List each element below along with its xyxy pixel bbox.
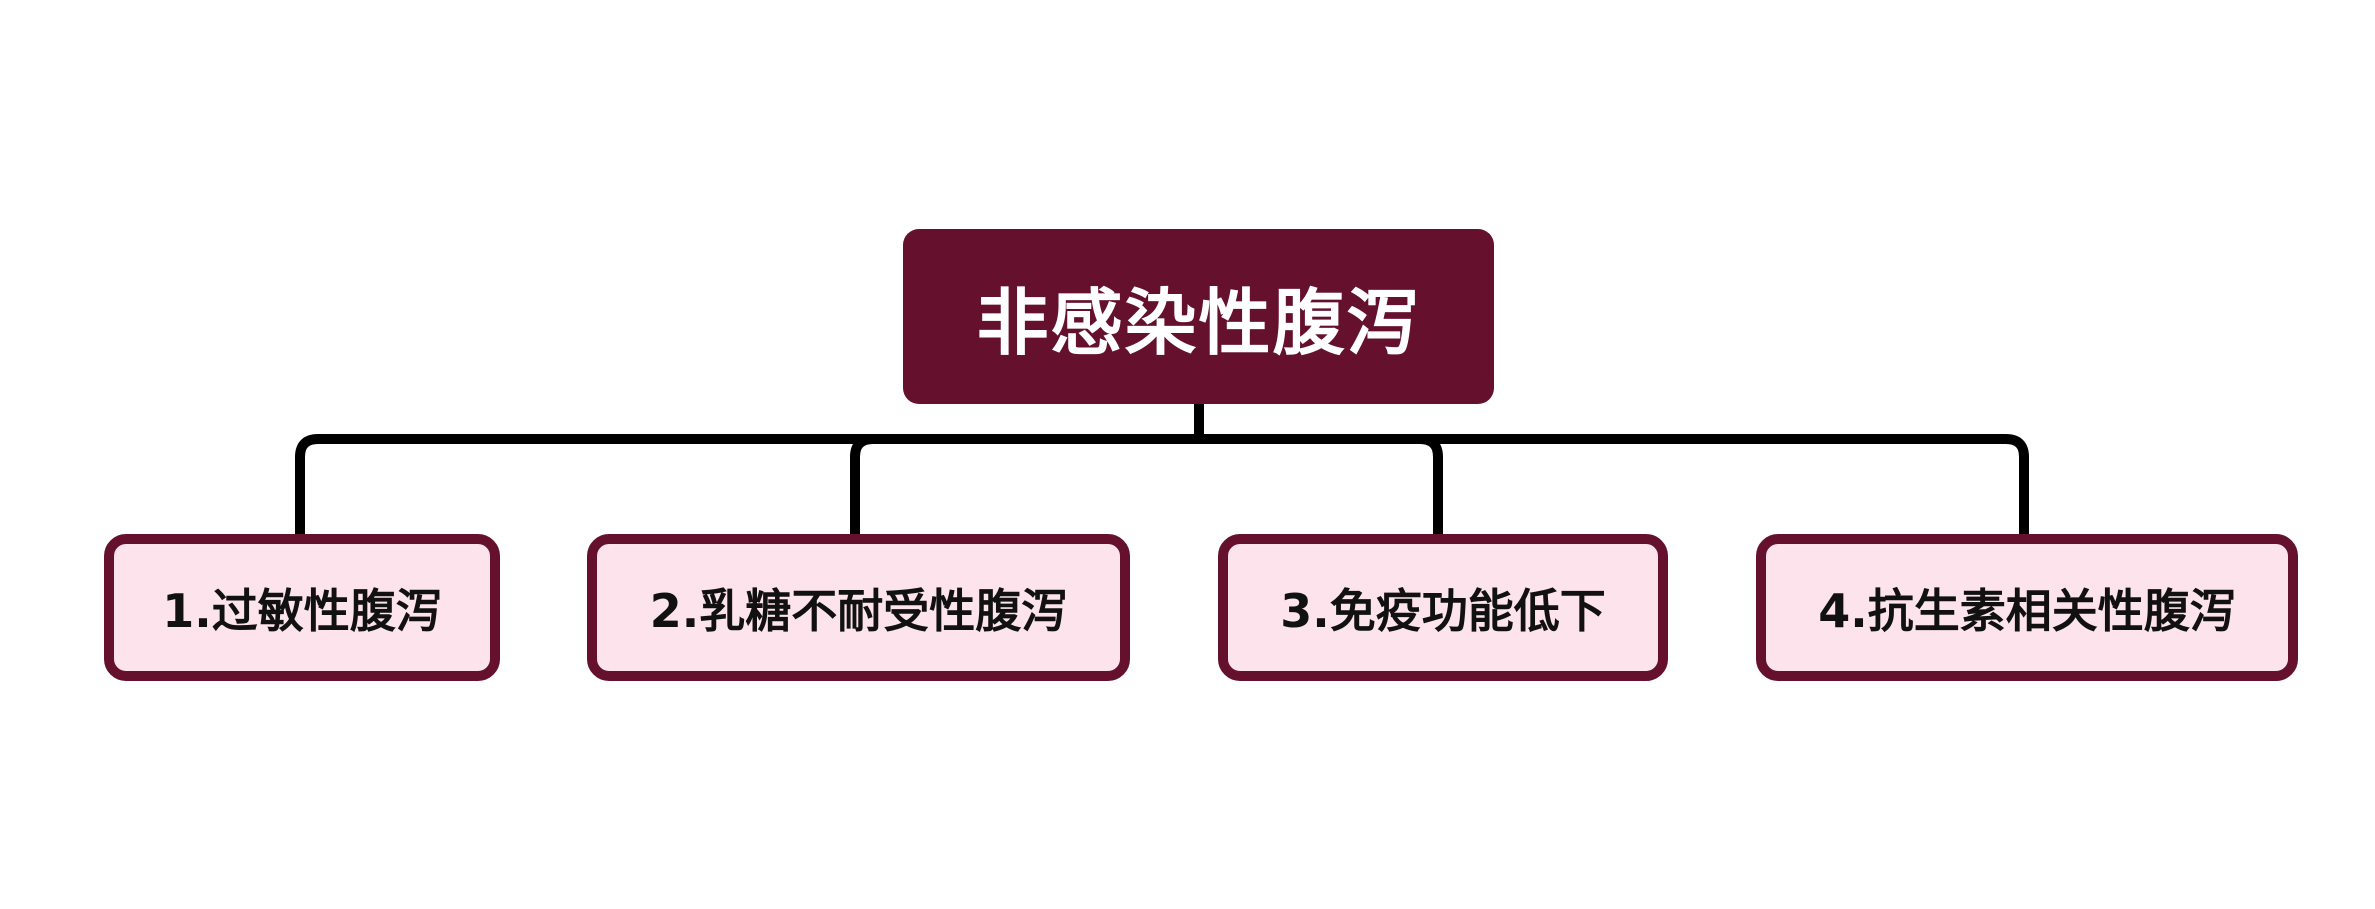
child-node-label: 2.乳糖不耐受性腹泻 <box>649 583 1068 638</box>
connector-to-child-3 <box>1199 434 1443 534</box>
connector-to-child-4 <box>1199 434 2029 534</box>
connector-to-child-1 <box>295 434 1199 534</box>
child-node-lactose-intolerance: 2.乳糖不耐受性腹泻 <box>587 534 1130 681</box>
connector-to-child-2 <box>850 434 1199 534</box>
child-node-label: 4.抗生素相关性腹泻 <box>1818 583 2236 638</box>
child-node-immunodeficiency: 3.免疫功能低下 <box>1218 534 1668 681</box>
child-node-antibiotic-associated: 4.抗生素相关性腹泻 <box>1756 534 2298 681</box>
child-node-allergic: 1.过敏性腹泻 <box>104 534 500 681</box>
root-node-label: 非感染性腹泻 <box>976 281 1421 365</box>
root-node: 非感染性腹泻 <box>903 229 1494 404</box>
child-node-label: 1.过敏性腹泻 <box>162 583 442 638</box>
child-node-label: 3.免疫功能低下 <box>1280 583 1606 638</box>
